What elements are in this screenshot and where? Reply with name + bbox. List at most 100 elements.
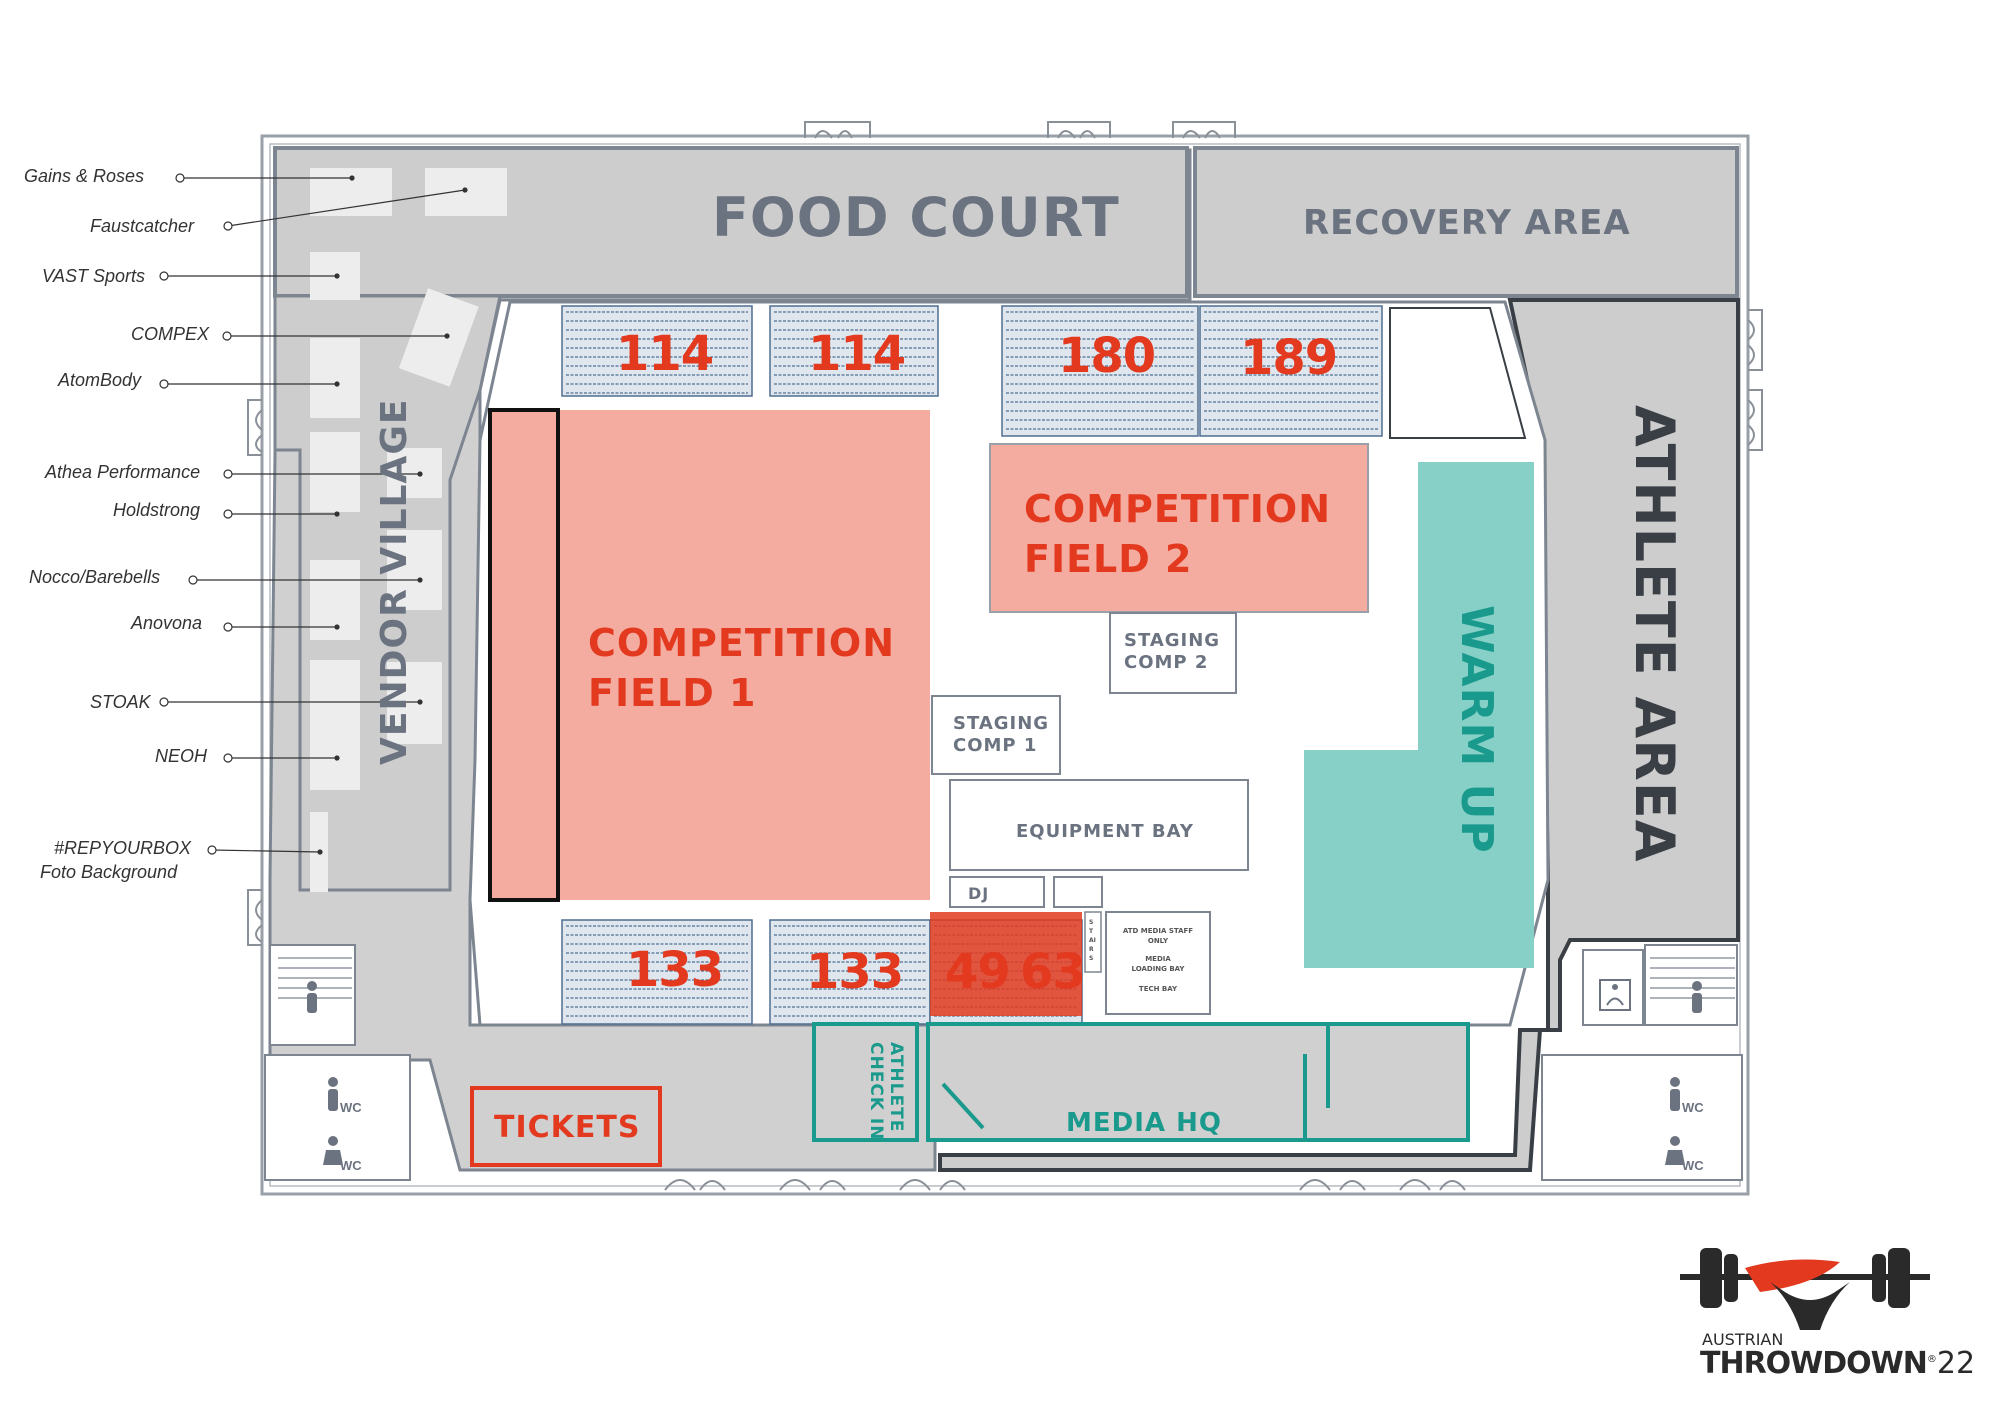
vendor-vast-sports: VAST Sports [42, 266, 146, 286]
staging-comp-1-label: STAGING COMP 1 [953, 713, 1049, 757]
vendor-compex: COMPEX [131, 324, 210, 344]
logo-registered-mark: ® [1926, 1354, 1937, 1365]
athlete-check-in-box [812, 1022, 919, 1142]
media-box-line-1: ATD MEDIA STAFF [1122, 927, 1194, 935]
leader-end-dot [334, 624, 340, 630]
corner-box [1389, 307, 1527, 439]
check-in-line-1: ATHLETE [886, 1042, 906, 1133]
leader-line [227, 189, 466, 227]
staging-comp-2-box [1109, 612, 1237, 694]
small-box [1053, 876, 1103, 908]
leader-dot [159, 379, 169, 389]
vendor-booths [310, 168, 507, 892]
leader-dot [223, 622, 233, 632]
logo-throwdown: THROWDOWN®22 [1700, 1346, 1975, 1381]
staging-2-line-1: STAGING [1124, 630, 1221, 651]
field-2-line-2: FIELD 2 [1024, 537, 1193, 581]
warm-up-label: WARM UP [1451, 605, 1502, 854]
leader-end-dot [417, 577, 423, 583]
media-box-line-4: LOADING BAY [1131, 965, 1185, 973]
door-marks-top [804, 121, 1236, 139]
staircase-icon [307, 981, 1702, 1013]
vendor-village-label: VENDOR VILLAGE [374, 398, 415, 765]
dj-label: DJ [968, 884, 990, 903]
leader-dot [159, 697, 169, 707]
seating-blocks [561, 305, 1383, 1025]
leader-end-dot [444, 333, 450, 339]
seating-block [1199, 305, 1383, 437]
athlete-check-in-label: ATHLETE CHECK IN [866, 1042, 906, 1140]
leader-end-dot [334, 755, 340, 761]
leader-end-dot [349, 175, 355, 181]
staging-2-line-2: COMP 2 [1124, 652, 1209, 673]
vendor-nocco-barebells: Nocco/Barebells [29, 567, 161, 587]
barbell-athlete-logo [1680, 1248, 1930, 1330]
stairs-label: STAIRS [1089, 919, 1096, 962]
vendor-leader-lines [159, 173, 468, 855]
wc-person-icon [323, 1077, 1685, 1165]
staging-1-line-1: STAGING [953, 713, 1050, 734]
athlete-area-label: ATHLETE AREA [1623, 405, 1686, 863]
check-in-line-2: CHECK IN [866, 1042, 886, 1141]
equipment-bay-label: EQUIPMENT BAY [1016, 821, 1194, 842]
wc-label-1: WC [340, 1100, 362, 1115]
wc-label-2: WC [340, 1158, 362, 1173]
food-court-area [273, 146, 1189, 298]
food-court-label: FOOD COURT [712, 186, 1120, 249]
leader-end-dot [334, 273, 340, 279]
red-seating-block [930, 912, 1082, 1016]
vendor-stoak: STOAK [90, 692, 151, 712]
door-marks-bottom [664, 1179, 1466, 1191]
section-114-left: 114 [616, 326, 714, 382]
media-hq-slash [941, 1082, 985, 1130]
staging-comp-1-box [931, 695, 1061, 775]
vendor-foto-background: Foto Background [40, 862, 178, 882]
field-1-line-2: FIELD 1 [588, 671, 757, 715]
door-marks-right [1747, 309, 1763, 451]
vendor-neoh: NEOH [155, 746, 208, 766]
vendor-atombody: AtomBody [58, 370, 142, 390]
leader-dot [188, 575, 198, 585]
dj-box [949, 876, 1045, 908]
competition-field-1-label: COMPETITION FIELD 1 [588, 618, 895, 718]
leader-end-dot [417, 471, 423, 477]
logo-year: 22 [1936, 1346, 1976, 1381]
service-rooms [264, 944, 1743, 1181]
leader-line [211, 849, 321, 853]
staging-1-line-2: COMP 1 [953, 735, 1038, 756]
leader-end-dot [334, 511, 340, 517]
vendor-gains-roses: Gains & Roses [24, 166, 145, 186]
leader-end-dot [334, 381, 340, 387]
vendor-anovona: Anovona [131, 613, 203, 633]
wc-label-4: WC [1682, 1158, 1704, 1173]
athlete-area [938, 298, 1740, 1172]
media-hq-box [926, 1022, 1470, 1142]
tickets-label: TICKETS [494, 1110, 641, 1145]
leader-dot [159, 271, 169, 281]
wc-label-3: WC [1682, 1100, 1704, 1115]
recovery-area [1193, 146, 1739, 298]
vendor-faustcatcher: Faustcatcher [90, 216, 195, 236]
building-outline [260, 134, 1750, 1196]
media-hq-label: MEDIA HQ [1066, 1108, 1222, 1138]
leader-dot [223, 469, 233, 479]
media-box-label: ATD MEDIA STAFF ONLY MEDIA LOADING BAY T… [1108, 926, 1208, 994]
section-49: 49 [945, 944, 1011, 1000]
section-133-right: 133 [806, 944, 904, 1000]
equipment-bay-box [949, 779, 1249, 871]
media-box-line-2: ONLY [1147, 937, 1169, 945]
media-box-line-5: TECH BAY [1138, 985, 1178, 993]
vendor-athea-performance: Athea Performance [45, 462, 201, 482]
seating-block [1001, 305, 1199, 437]
leader-dot [175, 173, 185, 183]
section-63: 63 [1020, 944, 1086, 1000]
media-loading-box [1105, 911, 1211, 1015]
leader-dot [222, 331, 232, 341]
leader-dot [223, 753, 233, 763]
door-marks-left [247, 399, 263, 946]
field-1-line-1: COMPETITION [588, 621, 896, 665]
leader-dot [223, 221, 233, 231]
recovery-area-label: RECOVERY AREA [1303, 203, 1631, 243]
vendor-holdstrong: Holdstrong [113, 500, 201, 520]
